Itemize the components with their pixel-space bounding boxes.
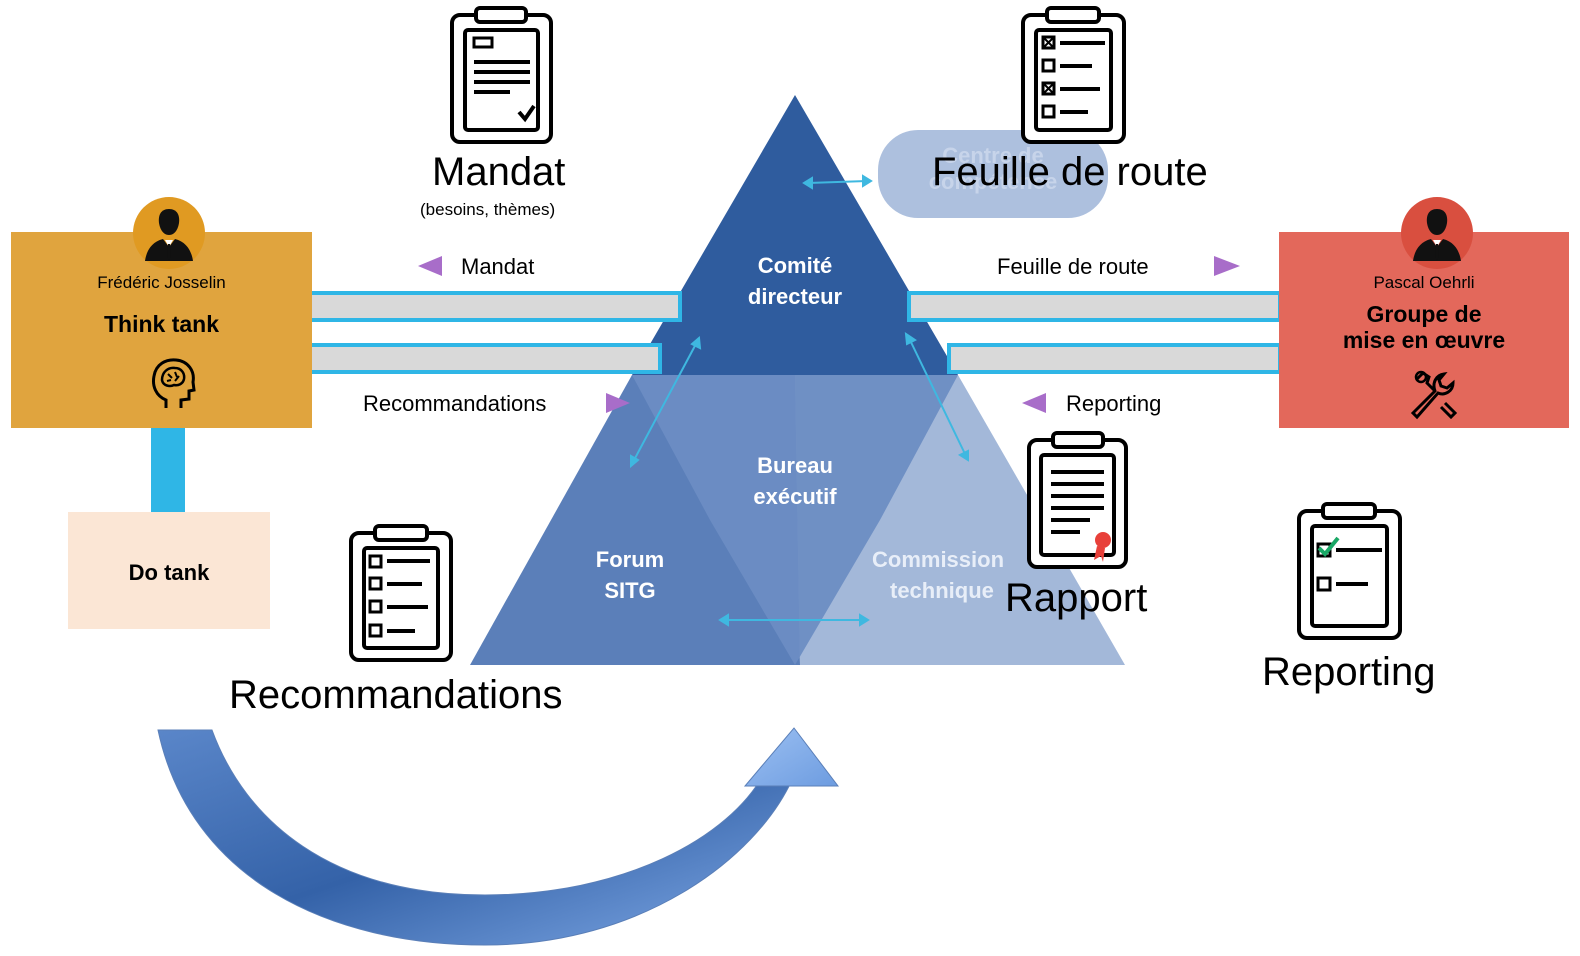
recommandations-title: Recommandations [229,673,563,717]
mandat-arrow [418,256,442,276]
forum-line2: SITG [604,578,656,603]
faded-pill-text: Centre de compétence [878,143,1108,195]
pyramid [470,95,1125,665]
inner-arrows [630,174,969,627]
businessman-avatar-icon [133,197,205,269]
clipboard-certificate-icon [1027,431,1128,569]
flow-reporting-label: Reporting [1066,391,1162,416]
comite-directeur: Comité directeur [705,250,885,312]
flow-arrowheads [418,256,1240,413]
comite-line2: directeur [747,284,843,309]
clipboard-check-icon [1297,502,1402,640]
forum-sitg: Forum SITG [555,544,705,606]
clipboard-list-icon [349,524,453,662]
think-tank-title: Think tank [103,311,219,337]
mise-en-oeuvre-title-line1: Groupe de [1366,301,1482,327]
feuille-arrow [1214,256,1240,276]
forum-line1: Forum [595,547,665,572]
bureau-executif: Bureau exécutif [705,450,885,512]
bureau-line2: exécutif [753,484,837,509]
flow-feuille-label: Feuille de route [997,254,1149,279]
wrench-gear-icon [1410,370,1458,420]
businessman-avatar-icon [1401,197,1473,269]
commission-line2: technique [890,578,994,603]
feuille-title: Feuille de route [932,150,1208,194]
rapport-title: Rapport [1005,576,1148,620]
commission-technique: Commission technique [872,544,1004,606]
comite-line1: Comité [757,253,833,278]
cycle-arrow [157,727,840,946]
reporting-arrow [1022,393,1046,413]
faded-pill-line1: Centre de [942,143,1044,168]
clipboard-document-icon [450,6,553,144]
mandat-subtitle: (besoins, thèmes) [420,200,556,219]
commission-line1: Commission [872,547,1005,572]
mise-en-oeuvre-person: Pascal Oehrli [1373,273,1475,292]
reporting-title: Reporting [1262,650,1436,694]
recommandations-arrow [606,393,630,413]
mise-en-oeuvre-title-line2: mise en œuvre [1342,327,1506,353]
clipboard-checklist-icon [1021,6,1126,144]
flow-bands [151,291,1282,512]
flow-mandat-label: Mandat [461,254,535,279]
pyramid-top [632,95,958,375]
think-tank-person: Frédéric Josselin [97,273,226,292]
do-tank-box: Do tank [68,512,270,629]
bureau-line1: Bureau [757,453,833,478]
mandat-title: Mandat [432,150,566,194]
do-tank-title: Do tank [128,560,210,585]
brain-head-icon [152,358,196,408]
pyramid-center [632,375,958,665]
faded-pill [878,130,1108,218]
flow-recommandations-label: Recommandations [363,391,547,416]
faded-pill-line2: compétence [928,169,1058,194]
